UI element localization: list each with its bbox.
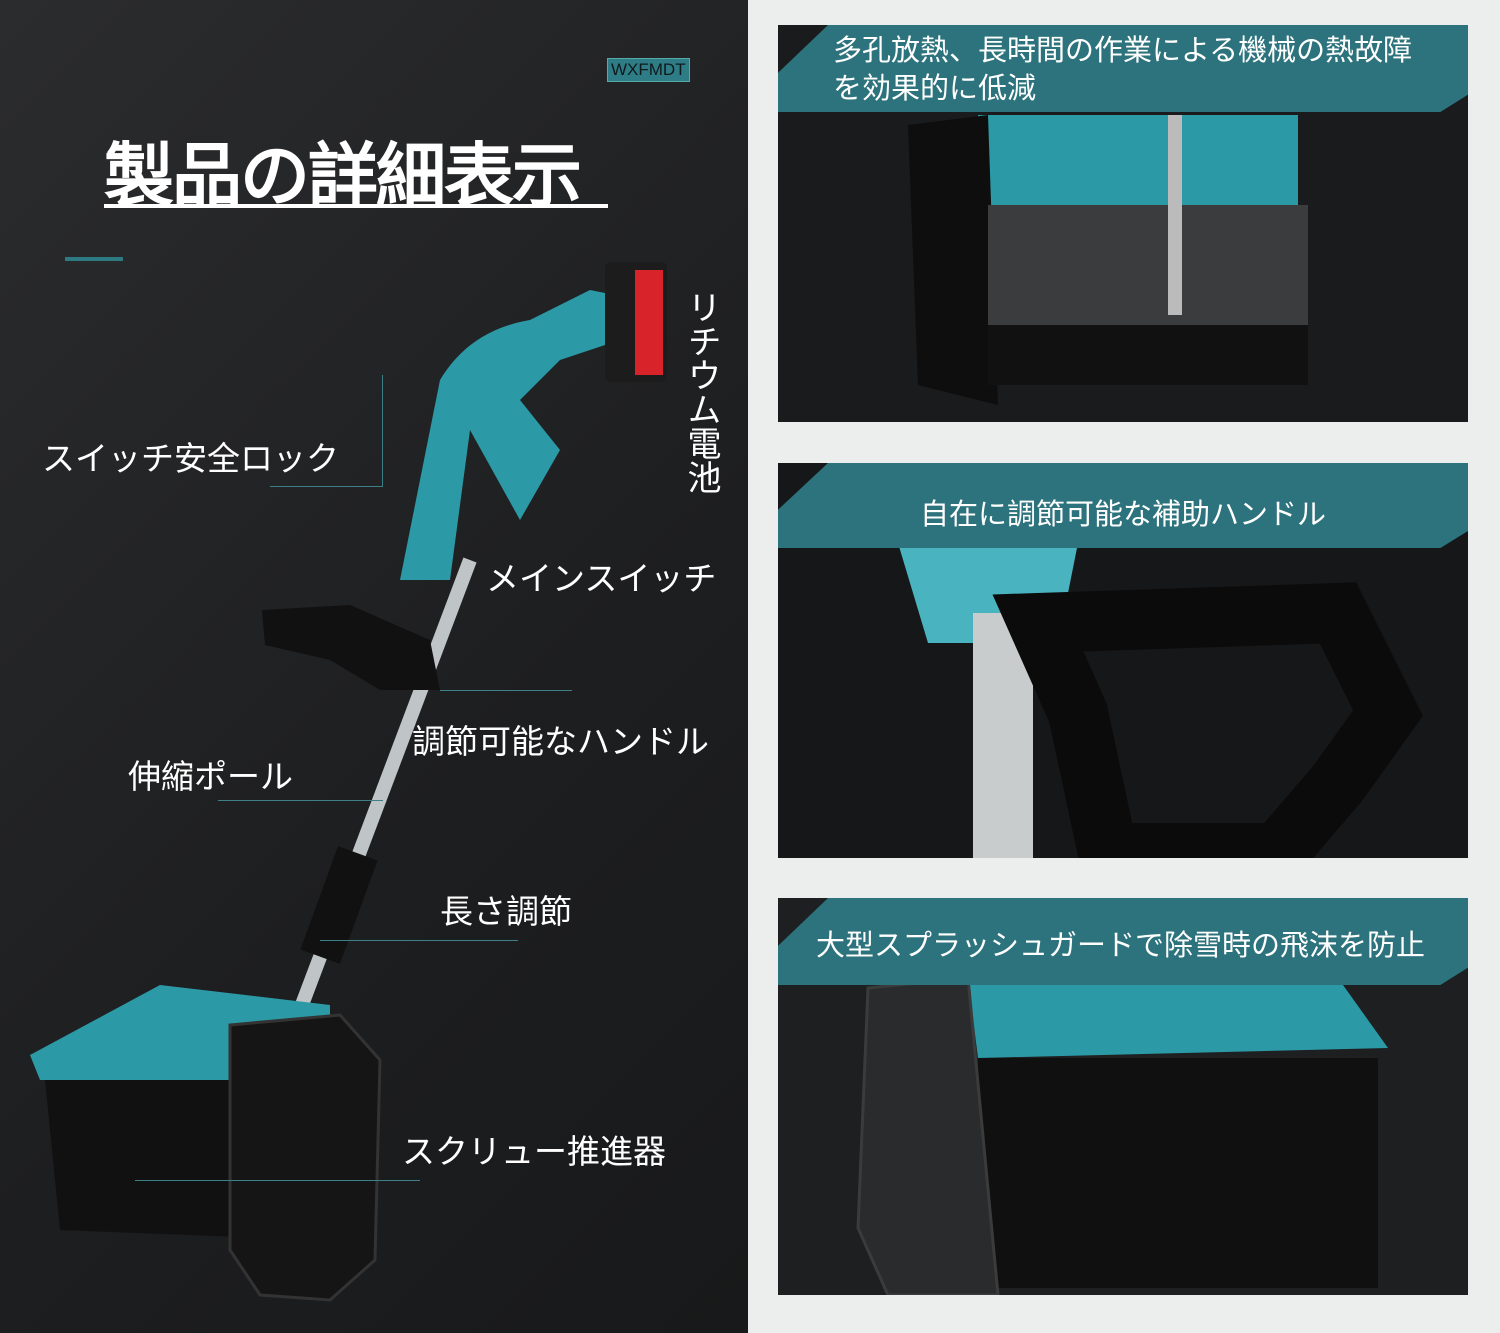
detail-panel-cooling: 多孔放熱、長時間の作業による機械の熱故障 を効果的に低減 xyxy=(778,25,1468,422)
product-overview-panel: WXFMDT 製品の詳細表示 スイッチ安全ロック リチウム電池 メインスイッチ … xyxy=(0,0,748,1333)
callout-line xyxy=(135,1180,420,1181)
callout-battery: リチウム電池 xyxy=(681,290,721,494)
panel-caption: 自在に調節可能な補助ハンドル xyxy=(919,497,1326,531)
callout-line xyxy=(218,800,383,801)
callout-main-switch: メインスイッチ xyxy=(486,559,717,598)
brand-label: WXFMDT xyxy=(607,58,690,82)
accent-bar xyxy=(65,257,123,261)
detail-panel-aux-handle: 自在に調節可能な補助ハンドル xyxy=(778,463,1468,858)
panel-banner: 多孔放熱、長時間の作業による機械の熱故障 を効果的に低減 xyxy=(778,25,1468,112)
callout-line xyxy=(440,690,572,691)
panel-caption: を効果的に低減 xyxy=(833,71,1037,105)
panel-caption: 多孔放熱、長時間の作業による機械の熱故障 xyxy=(833,33,1413,67)
callout-switch-lock: スイッチ安全ロック xyxy=(42,439,339,478)
callout-line xyxy=(382,375,383,487)
panel-caption: 大型スプラッシュガードで除雪時の飛沫を防止 xyxy=(816,928,1426,962)
callout-adjustable-handle: 調節可能なハンドル xyxy=(412,722,709,761)
title-underline xyxy=(104,204,608,208)
callout-telescopic-pole: 伸縮ポール xyxy=(128,757,293,796)
callout-line xyxy=(320,940,518,941)
detail-panel-splash-guard: 大型スプラッシュガードで除雪時の飛沫を防止 xyxy=(778,898,1468,1295)
page-title: 製品の詳細表示 xyxy=(104,135,582,217)
callout-auger: スクリュー推進器 xyxy=(402,1132,666,1171)
panel-banner: 大型スプラッシュガードで除雪時の飛沫を防止 xyxy=(778,898,1468,985)
callout-length-adjust: 長さ調節 xyxy=(440,892,572,931)
snow-shovel-illustration xyxy=(30,262,667,1302)
callout-line xyxy=(270,486,383,487)
panel-banner: 自在に調節可能な補助ハンドル xyxy=(778,463,1468,548)
